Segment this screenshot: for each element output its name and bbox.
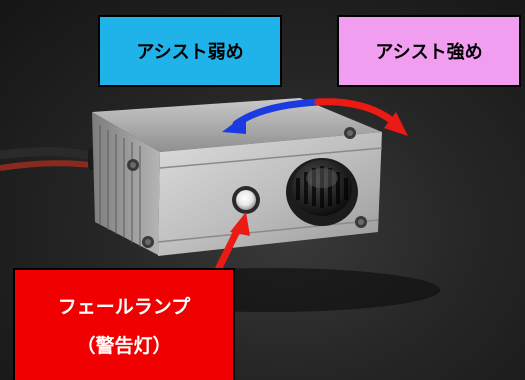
arrow-right-icon <box>314 98 400 128</box>
screw-icon <box>127 127 367 248</box>
assist-strong-text: アシスト強め <box>375 42 483 63</box>
cable-black <box>0 147 102 163</box>
assist-strong-label: アシスト強め <box>337 15 521 87</box>
rotary-knob-icon <box>286 158 358 226</box>
fail-lamp-text: フェールランプ <box>57 296 191 318</box>
assist-weak-text: アシスト弱め <box>136 42 244 63</box>
cable-red <box>0 160 101 171</box>
led-lamp-icon <box>232 186 260 214</box>
assist-weak-label: アシスト弱め <box>98 15 282 87</box>
fail-lamp-label: フェールランプ （警告灯） <box>13 268 235 380</box>
enclosure-side <box>92 112 160 255</box>
warning-light-text: （警告灯） <box>76 335 172 357</box>
